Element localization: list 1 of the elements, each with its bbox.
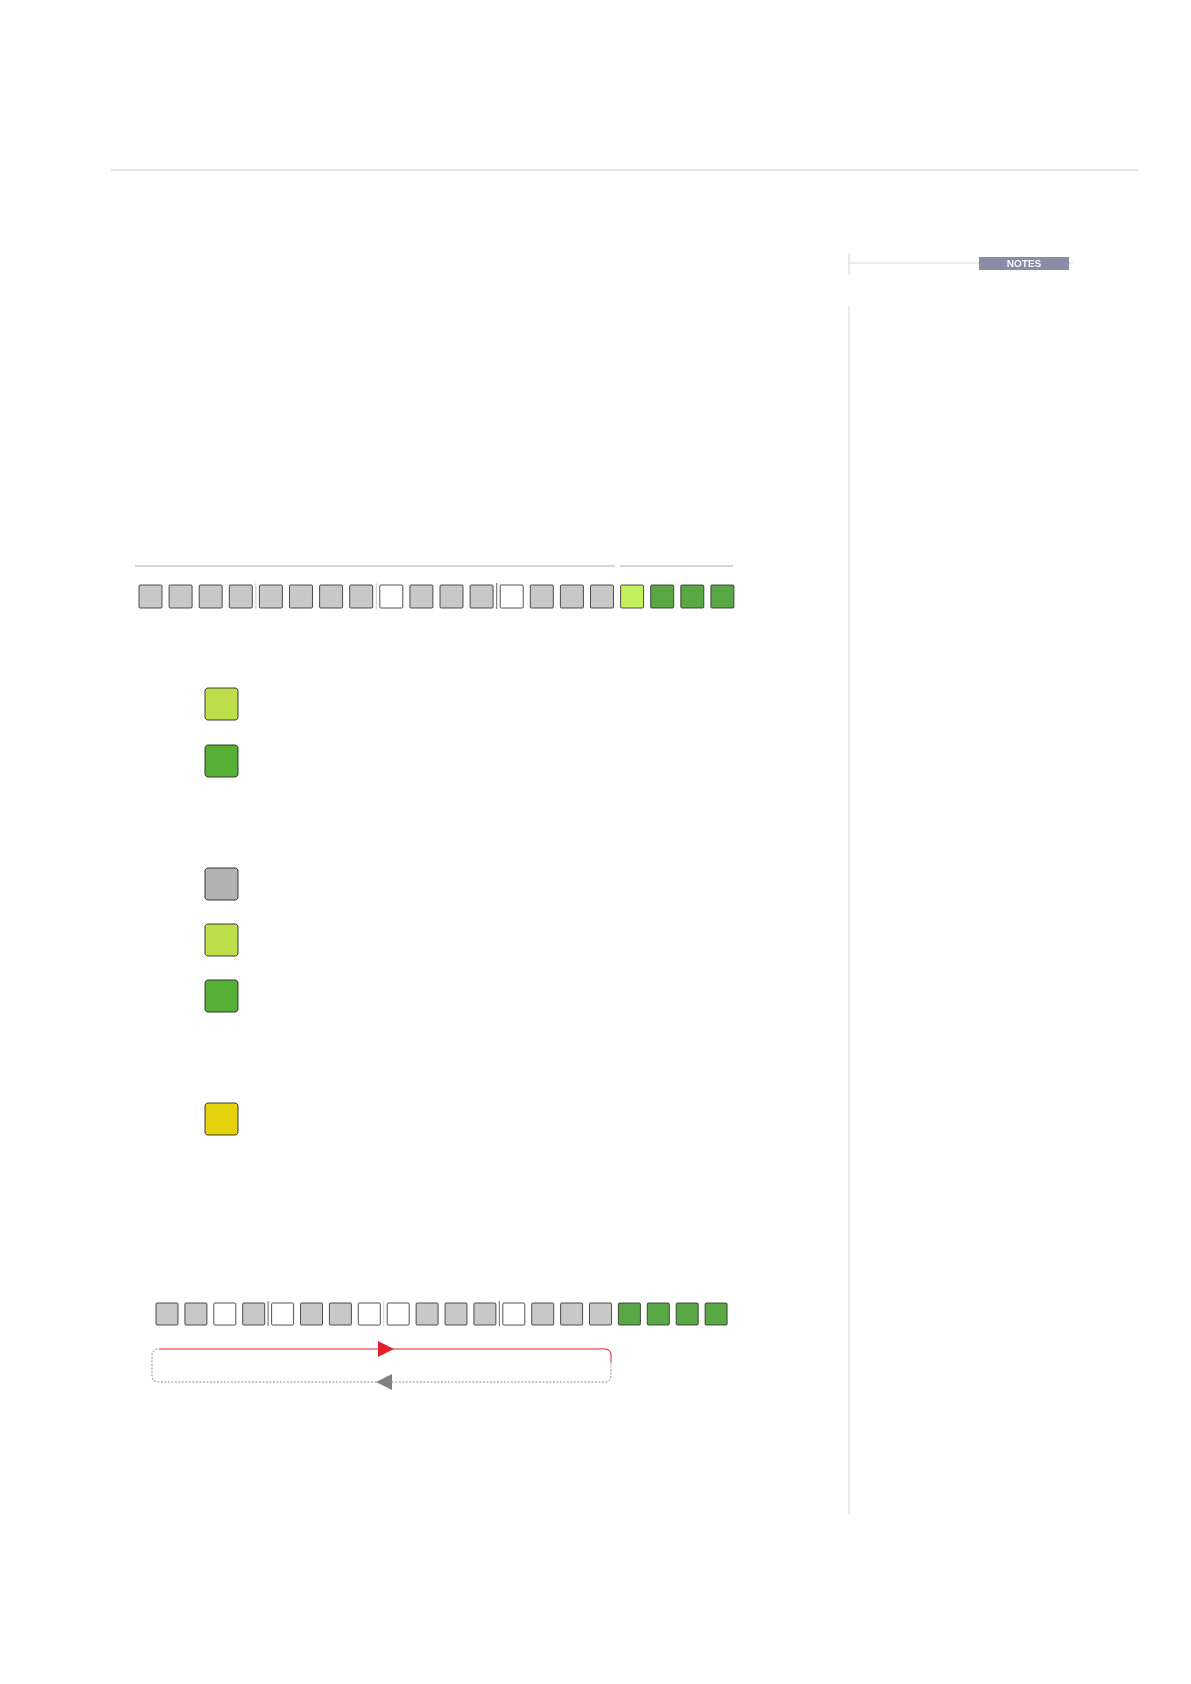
notes-tag: NOTES — [979, 257, 1069, 270]
